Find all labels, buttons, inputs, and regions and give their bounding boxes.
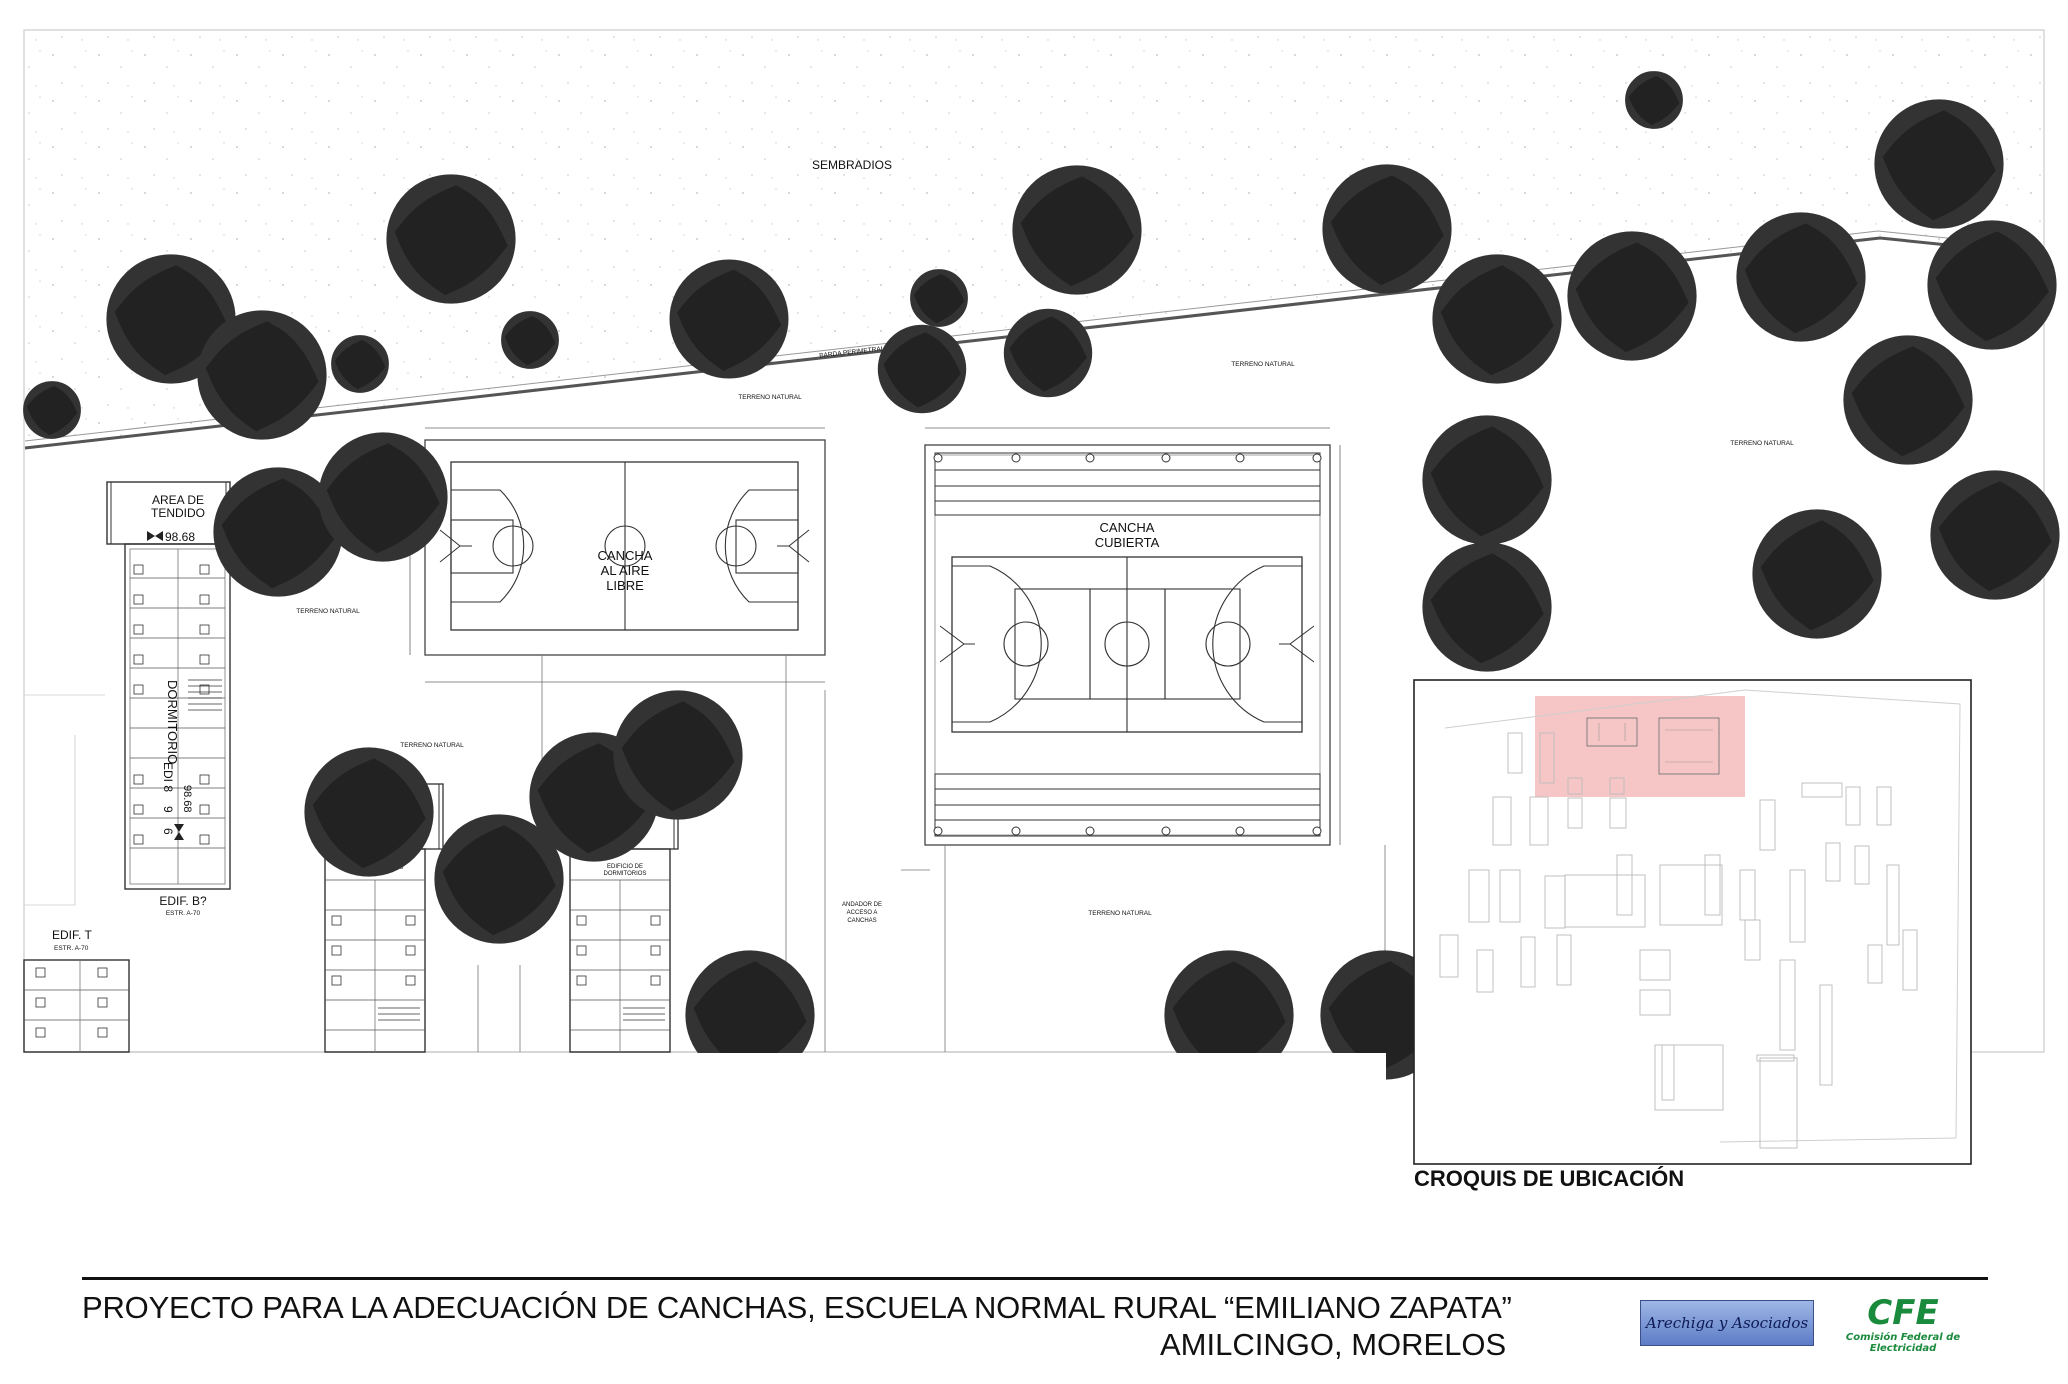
tree-icon bbox=[1870, 362, 1946, 438]
dorm-level: 98.68 bbox=[181, 785, 193, 813]
tree-icon bbox=[413, 201, 489, 277]
edificio-dorm-2-label-2: DORMITORIOS bbox=[604, 871, 647, 877]
tendido-label-2: TENDIDO bbox=[151, 506, 205, 520]
title-separator bbox=[82, 1277, 1988, 1280]
terreno-label-4: TERRENO NATURAL bbox=[296, 608, 360, 615]
tree-icon bbox=[331, 774, 407, 850]
tree-icon bbox=[1347, 977, 1423, 1053]
tree-icon bbox=[1779, 536, 1855, 612]
croquis-label: CROQUIS DE UBICACIÓN bbox=[1414, 1166, 1685, 1191]
edif-b-estr: ESTR. A-70 bbox=[166, 910, 201, 917]
edif-t-estr: ESTR. A-70 bbox=[54, 945, 89, 952]
edif-t-label: EDIF. T bbox=[52, 928, 92, 942]
covered-court-label-2: CUBIERTA bbox=[1095, 535, 1160, 550]
edif-t-building: EDIF. T ESTR. A-70 bbox=[23, 928, 130, 1053]
tree-icon bbox=[1957, 497, 2033, 573]
project-location: AMILCINGO, MORELOS bbox=[1160, 1327, 1507, 1362]
tree-icon bbox=[1901, 126, 1977, 202]
tree-icon bbox=[896, 343, 948, 395]
sembradios-label: SEMBRADIOS bbox=[812, 158, 892, 172]
tree-icon bbox=[712, 977, 788, 1053]
croquis-de-ubicacion bbox=[1413, 679, 1972, 1165]
tendido-label-1: AREA DE bbox=[152, 493, 204, 507]
tree-icon bbox=[1191, 977, 1267, 1053]
cfe-logo-text: CFE bbox=[1867, 1293, 1939, 1333]
edi-label: EDI 8 bbox=[161, 762, 175, 792]
andador-label-3: CANCHAS bbox=[847, 918, 876, 924]
open-court-label-3: LIBRE bbox=[606, 578, 644, 593]
terreno-label-3: TERRENO NATURAL bbox=[1730, 440, 1794, 447]
tree-icon bbox=[513, 323, 547, 357]
tree-icon bbox=[133, 281, 209, 357]
cfe-logo-subtitle: Comisión Federal de Electricidad bbox=[1845, 1332, 1961, 1354]
dormitorio-label: DORMITORIO bbox=[165, 680, 180, 764]
tree-icon bbox=[343, 347, 377, 381]
tree-icon bbox=[640, 717, 716, 793]
tree-icon bbox=[1954, 247, 2030, 323]
edif-b-label: EDIF. B? bbox=[159, 894, 207, 908]
tree-icon bbox=[922, 281, 956, 315]
terreno-label-2: TERRENO NATURAL bbox=[1231, 361, 1295, 368]
dormitorio-building: AREA DE TENDIDO 98.68 DORM bbox=[106, 481, 231, 917]
arechiga-logo-text: Arechiga y Asociados bbox=[1645, 1314, 1809, 1332]
tree-icon bbox=[1763, 239, 1839, 315]
tree-icon bbox=[1349, 191, 1425, 267]
num-9: 9 bbox=[161, 806, 175, 813]
tree-icon bbox=[1022, 327, 1074, 379]
terreno-label-6: TERRENO NATURAL bbox=[1088, 910, 1152, 917]
tendido-level: 98.68 bbox=[165, 530, 195, 544]
open-court-label-1: CANCHA bbox=[598, 548, 653, 563]
open-air-court: CANCHA AL AIRE LIBRE bbox=[409, 427, 826, 683]
open-court-label-2: AL AIRE bbox=[601, 563, 650, 578]
tree-icon bbox=[240, 494, 316, 570]
tree-icon bbox=[1637, 83, 1671, 117]
covered-court-label-1: CANCHA bbox=[1100, 520, 1155, 535]
arechiga-logo: Arechiga y Asociados bbox=[1640, 1300, 1814, 1346]
tree-icon bbox=[1449, 569, 1525, 645]
terreno-label-5: TERRENO NATURAL bbox=[400, 742, 464, 749]
tree-icon bbox=[1449, 442, 1525, 518]
num-6: 6 bbox=[161, 828, 175, 835]
tree-icon bbox=[345, 459, 421, 535]
cfe-logo: CFE Comisión Federal de Electricidad bbox=[1832, 1293, 1974, 1354]
covered-court: CANCHA CUBIERTA bbox=[924, 427, 1341, 846]
andador-label-1: ANDADOR DE bbox=[842, 902, 882, 908]
andador-label-2: ACCESO A bbox=[847, 910, 878, 916]
tree-icon bbox=[224, 337, 300, 413]
tree-icon bbox=[694, 284, 764, 354]
terreno-label-1: TERRENO NATURAL bbox=[738, 394, 802, 401]
tree-icon bbox=[1459, 281, 1535, 357]
croquis-highlight bbox=[1535, 696, 1745, 797]
tree-icon bbox=[35, 393, 69, 427]
tree-icon bbox=[1594, 258, 1670, 334]
edificio-dorm-2-label-1: EDIFICIO DE bbox=[607, 864, 643, 870]
tree-icon bbox=[1039, 192, 1115, 268]
tree-icon bbox=[461, 841, 537, 917]
project-title: PROYECTO PARA LA ADECUACIÓN DE CANCHAS, … bbox=[82, 1290, 1512, 1325]
